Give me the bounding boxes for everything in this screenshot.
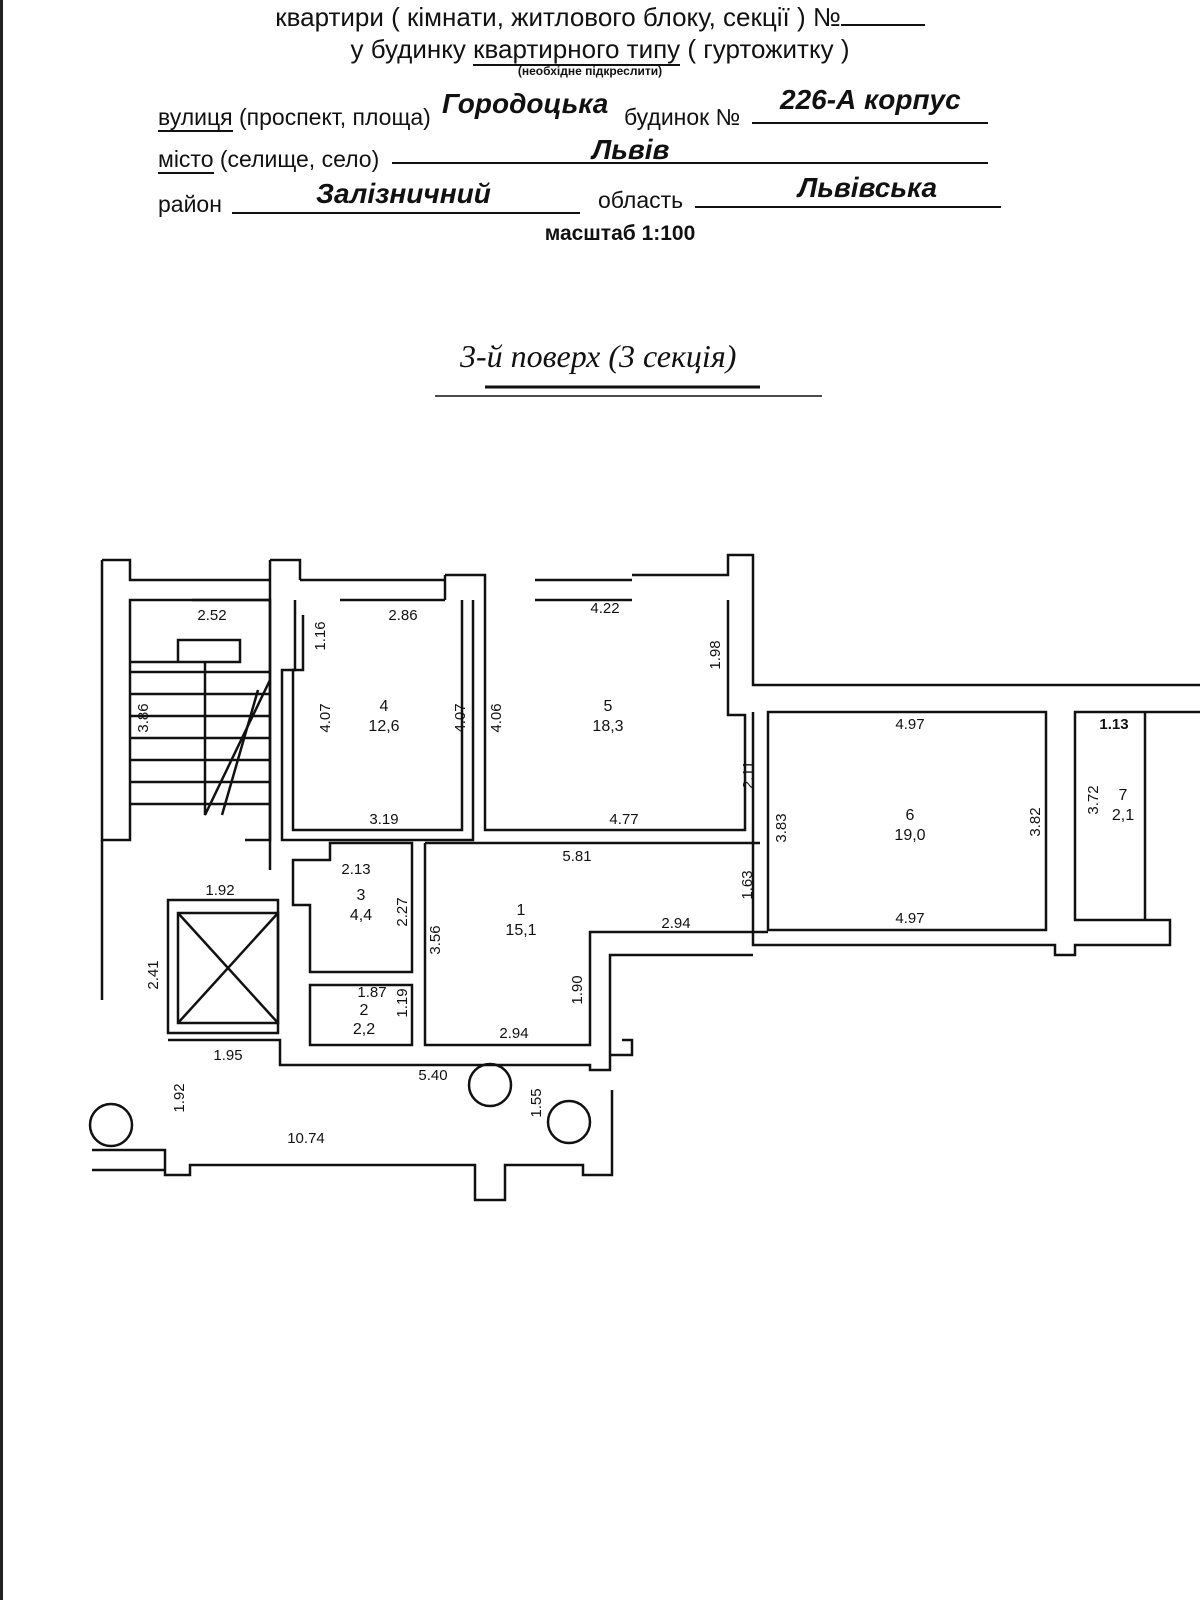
dim-label: 1.16	[312, 621, 329, 650]
room-6-number: 6	[906, 807, 915, 824]
room-1-number: 1	[517, 902, 526, 919]
dim-label: 1.13	[1099, 716, 1128, 733]
room-7-number: 7	[1119, 787, 1128, 804]
dim-label: 4.22	[590, 600, 619, 617]
dim-label: 5.81	[562, 848, 591, 865]
dim-label: 1.92	[205, 882, 234, 899]
district-line	[232, 212, 580, 214]
room-3-number: 3	[357, 887, 366, 904]
dim-label: 3.72	[1085, 785, 1102, 814]
street-label-underlined: вулиця	[158, 104, 233, 132]
dim-label: 3.56	[427, 925, 444, 954]
city-line	[392, 162, 988, 164]
header-building-suffix: ( гуртожитку )	[680, 34, 850, 64]
dim-label: 3.83	[773, 813, 790, 842]
dim-label: 10.74	[287, 1130, 325, 1147]
dim-label: 4.97	[895, 716, 924, 733]
dim-label: 1.90	[569, 975, 586, 1004]
dim-label: 1.63	[739, 870, 756, 899]
room-4-area: 12,6	[368, 718, 399, 735]
dim-label: 4.06	[488, 703, 505, 732]
dim-label: 4.07	[452, 703, 469, 732]
header-line-1: квартири ( кімнати, житлового блоку, сек…	[0, 2, 1200, 33]
dim-label: 4.07	[317, 703, 334, 732]
building-label: будинок №	[624, 104, 741, 130]
dim-label: 1.95	[213, 1047, 242, 1064]
room-2-number: 2	[360, 1002, 369, 1019]
dim-label: 1.87	[357, 984, 386, 1001]
dim-label: 3.82	[1027, 807, 1044, 836]
street-label-rest: (проспект, площа)	[232, 104, 431, 130]
district-label: район	[158, 191, 222, 217]
room-4-number: 4	[380, 698, 389, 715]
dim-label: 1.98	[707, 640, 724, 669]
city-label-underlined: місто	[158, 146, 214, 174]
dim-label: 2.94	[661, 915, 690, 932]
dim-label: 2.94	[499, 1025, 528, 1042]
region-line	[695, 206, 1001, 208]
plan-walls	[88, 553, 1200, 1202]
street-label: вулиця (проспект, площа)	[158, 104, 431, 132]
dim-label: 3.86	[135, 703, 152, 732]
room-2-area: 2,2	[353, 1021, 375, 1038]
room-6-area: 19,0	[894, 827, 925, 844]
header-building-prefix: у будинку	[350, 34, 474, 64]
city-label: місто (селище, село)	[158, 146, 380, 174]
apartment-number-blank	[840, 4, 925, 26]
scale-label: масштаб 1:100	[544, 222, 696, 245]
header-building-type-underlined: квартирного типу	[473, 34, 681, 66]
district-value: Залізничний	[316, 178, 491, 209]
floor-title: 3-й поверх (3 секція)	[460, 338, 737, 374]
header-apartment-text: квартири ( кімнати, житлового блоку, сек…	[275, 2, 841, 32]
dim-label: 1.92	[171, 1083, 188, 1112]
room-5-area: 18,3	[592, 718, 623, 735]
dim-label: 2.86	[388, 607, 417, 624]
room-1-area: 15,1	[505, 922, 536, 939]
header-line-2: у будинку квартирного типу ( гуртожитку …	[0, 34, 1200, 66]
city-value: Львів	[592, 134, 670, 165]
dim-label: 3.19	[369, 811, 398, 828]
dim-label: 2.11	[740, 761, 757, 789]
building-line	[752, 122, 988, 124]
street-value: Городоцька	[442, 88, 609, 119]
dim-label: 2.27	[394, 897, 411, 926]
dim-label: 5.40	[418, 1067, 447, 1084]
dim-label: 4.77	[609, 811, 638, 828]
dimension-labels: 2.52 3.86 1.92 2.41 1.95 1.92 10.74 2.86…	[135, 600, 1129, 1147]
dim-label: 2.52	[197, 607, 226, 624]
room-labels: 1 15,1 2 2,2 3 4,4 4 12,6 5 18,3 6 19,0 …	[350, 698, 1134, 1038]
dim-label: 2.13	[341, 861, 370, 878]
building-value: 226-А корпус	[780, 84, 961, 115]
region-label: область	[598, 187, 684, 213]
region-value: Львівська	[798, 172, 938, 203]
dim-label: 1.19	[394, 988, 411, 1017]
dim-label: 1.55	[528, 1088, 545, 1117]
room-3-area: 4,4	[350, 907, 372, 924]
city-label-rest: (селище, село)	[213, 146, 380, 172]
dim-label: 2.41	[145, 960, 162, 989]
page-left-border	[0, 0, 3, 1600]
dim-label: 4.97	[895, 910, 924, 927]
room-7-area: 2,1	[1112, 807, 1134, 824]
room-5-number: 5	[604, 698, 613, 715]
header-note: (необхідне підкреслити)	[517, 64, 663, 78]
